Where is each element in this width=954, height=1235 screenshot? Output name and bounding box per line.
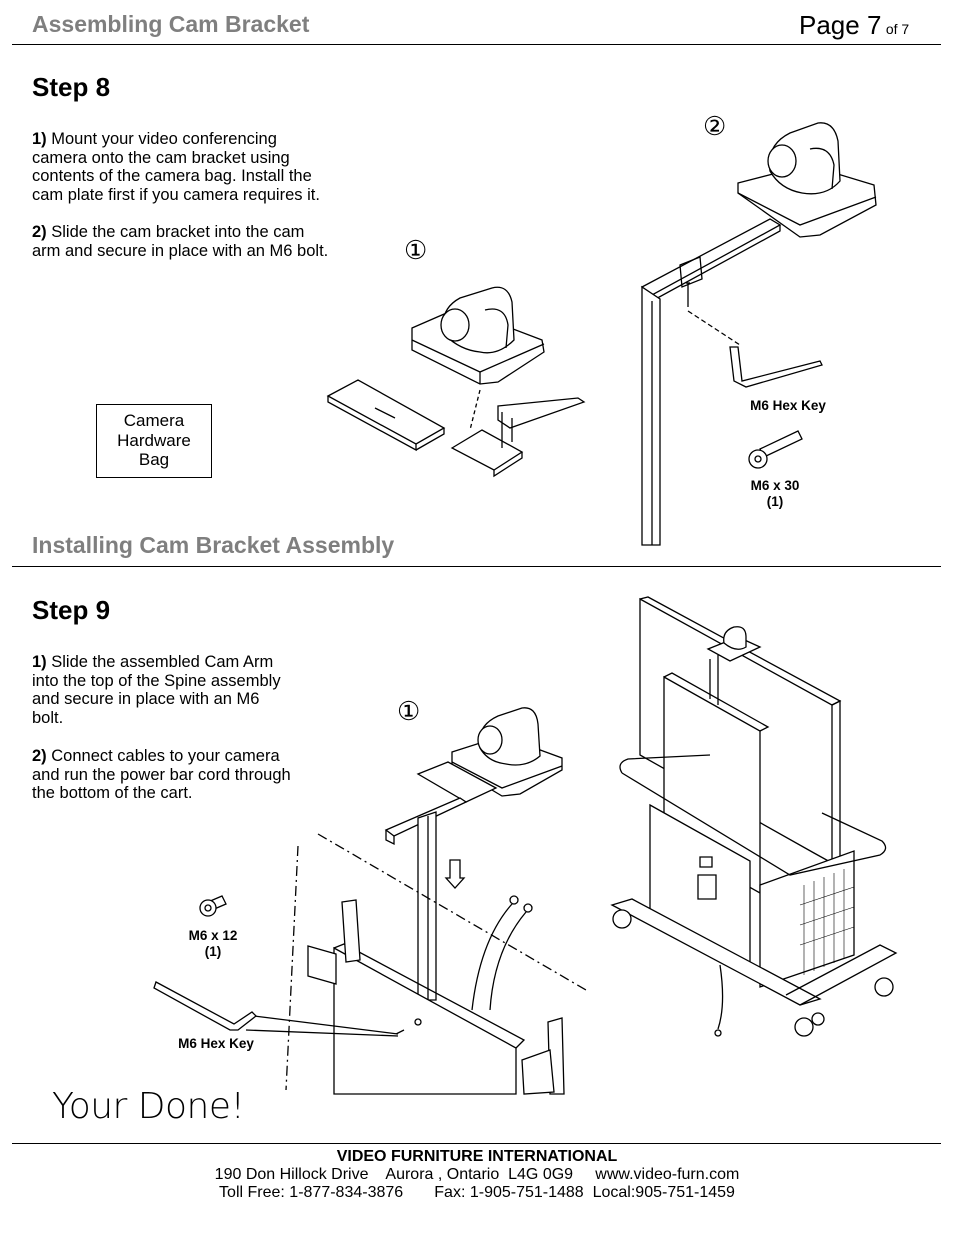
step9-instruction-2: 2) Connect cables to your camera and run… [32, 747, 342, 803]
step8-instruction-2: 2) Slide the cam bracket into the cam ar… [32, 223, 377, 260]
step9-p1-line: bolt. [32, 708, 64, 727]
bolt-qty: (1) [204, 944, 222, 959]
step9-title: Step 9 [32, 595, 111, 625]
step8-p1-line: cam plate first if you camera requires i… [32, 185, 320, 204]
bag-line: Hardware [117, 430, 191, 450]
step9-p1-line: into the top of the Spine assembly [32, 671, 281, 690]
step8-p1-num: 1) [32, 130, 47, 148]
camera-hardware-bag: Camera Hardware Bag [96, 404, 212, 478]
step9-p2-line: the bottom of the cart. [32, 784, 193, 802]
step8-instruction-1: 1) Mount your video conferencing camera … [32, 130, 377, 204]
step9-marker-1: ① [397, 697, 421, 727]
step8-p2-line: Slide the cam bracket into the cam [51, 223, 305, 241]
step9-p2-line: Connect cables to your camera [51, 747, 280, 765]
step8-p1-line: contents of the camera bag. Install the [32, 167, 312, 185]
step8-p2-line: arm and secure in place with an M6 bolt. [32, 241, 329, 260]
step9-p1-line: Slide the assembled Cam Arm [51, 653, 274, 671]
footer: VIDEO FURNITURE INTERNATIONAL 190 Don Hi… [0, 1148, 954, 1202]
footer-phone: Toll Free: 1-877-834-3876 Fax: 1-905-751… [219, 1184, 735, 1201]
step9-p2-line: and run the power bar cord through [32, 765, 291, 784]
step8-bracket-illustration [320, 280, 600, 480]
section-title-assembling: Assembling Cam Bracket [32, 11, 310, 37]
step8-p2-num: 2) [32, 223, 47, 241]
step9-instruction-1: 1) Slide the assembled Cam Arm into the … [32, 653, 342, 727]
step8-hex-key-label: M6 Hex Key [750, 398, 826, 413]
page-label: Page 7 [799, 10, 882, 40]
step8-p1-line: camera onto the cam bracket using [32, 148, 290, 167]
footer-company: VIDEO FURNITURE INTERNATIONAL [336, 1148, 618, 1165]
step9-bolt-label: M6 x 12 (1) [168, 928, 258, 960]
bolt-size: M6 x 30 [750, 478, 800, 493]
step9-hardware-illustration [150, 890, 270, 1030]
step8-marker-2: ② [703, 112, 727, 142]
step8-arm-illustration [630, 115, 890, 555]
page-number: Page 7 of 7 [799, 10, 909, 41]
section-title-installing: Installing Cam Bracket Assembly [32, 532, 395, 558]
footer-rule [12, 1143, 941, 1144]
bolt-size: M6 x 12 [188, 928, 238, 943]
closing-message: Your Done! [52, 1086, 245, 1127]
step9-spine-illustration [150, 700, 590, 1095]
step8-p1-line: Mount your video conferencing [51, 130, 277, 148]
bag-line: Bag [138, 450, 170, 469]
step9-p2-num: 2) [32, 747, 47, 765]
footer-address: 190 Don Hillock Drive Aurora , Ontario L… [214, 1166, 740, 1183]
bolt-qty: (1) [766, 494, 784, 509]
step9-p1-num: 1) [32, 653, 47, 671]
page-of: of 7 [885, 21, 910, 37]
full-cart-illustration [600, 595, 910, 1045]
bag-line: Camera [123, 411, 185, 430]
step8-title: Step 8 [32, 72, 111, 102]
section-rule [12, 566, 941, 567]
step8-bolt-label: M6 x 30 (1) [730, 478, 820, 510]
step9-hex-key-label: M6 Hex Key [178, 1036, 254, 1051]
step9-p1-line: and secure in place with an M6 [32, 690, 260, 708]
header-rule [12, 44, 941, 45]
step8-marker-1: ① [404, 236, 428, 266]
